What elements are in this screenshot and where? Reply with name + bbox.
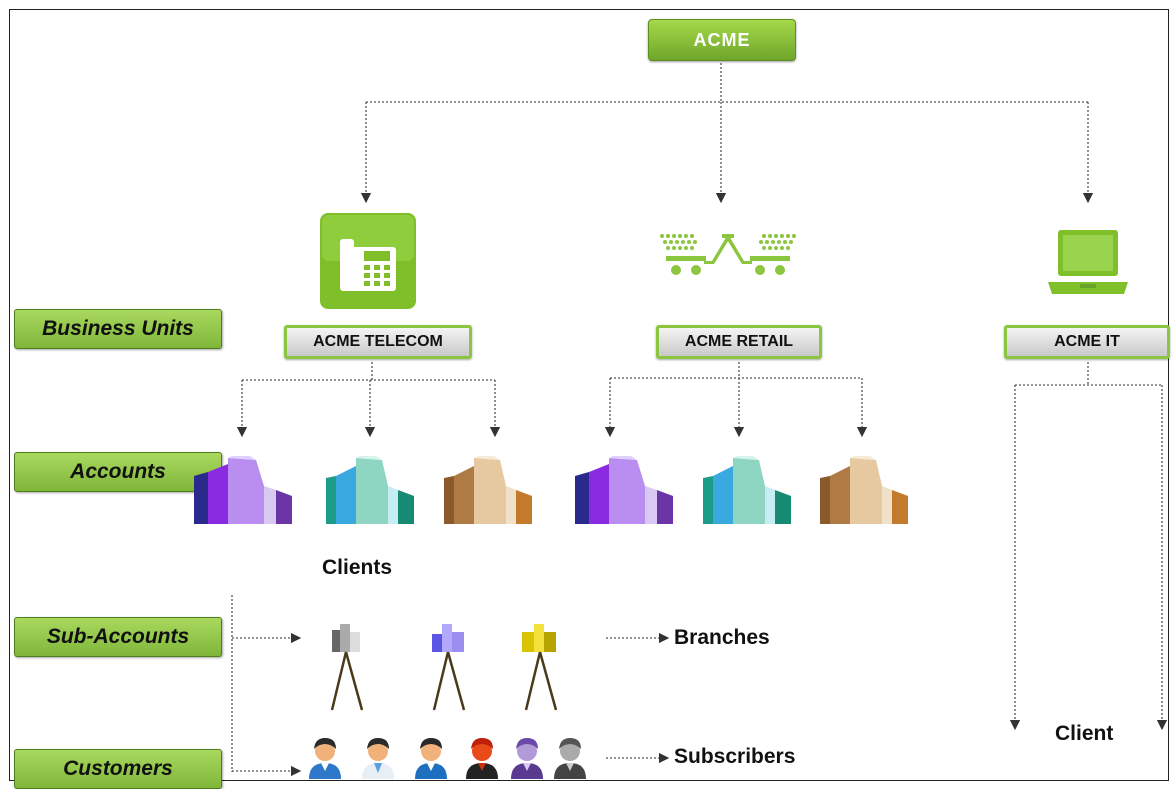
person-icon [507, 735, 547, 779]
business-unit-acme-retail: ACME RETAIL [656, 325, 822, 359]
building-purple-icon [194, 456, 292, 526]
person-icon [358, 735, 398, 779]
building-tan-icon [820, 456, 908, 526]
shopping-carts-icon [656, 228, 800, 280]
branches-label: Branches [674, 626, 770, 649]
branch-gray-icon [326, 620, 368, 712]
client-label: Client [1055, 722, 1114, 745]
level-label-sub-accounts: Sub-Accounts [14, 617, 222, 657]
branch-blue-icon [428, 620, 470, 712]
person-icon [411, 735, 451, 779]
level-label-accounts: Accounts [14, 452, 222, 492]
building-teal-icon [326, 456, 414, 526]
subscribers-label: Subscribers [674, 745, 796, 768]
building-tan-icon [444, 456, 532, 526]
laptop-icon [1048, 228, 1128, 296]
branch-yellow-icon [518, 620, 562, 712]
building-purple-icon [575, 456, 673, 526]
person-icon [550, 735, 590, 779]
business-unit-acme-telecom: ACME TELECOM [284, 325, 472, 359]
desk-phone-icon [320, 213, 416, 309]
person-icon [462, 735, 502, 779]
clients-label: Clients [322, 556, 393, 579]
diagram-frame [9, 9, 1169, 781]
person-icon [305, 735, 345, 779]
level-label-customers: Customers [14, 749, 222, 789]
root-node: ACME [648, 19, 796, 61]
business-unit-acme-it: ACME IT [1004, 325, 1170, 359]
level-label-business-units: Business Units [14, 309, 222, 349]
building-teal-icon [703, 456, 791, 526]
